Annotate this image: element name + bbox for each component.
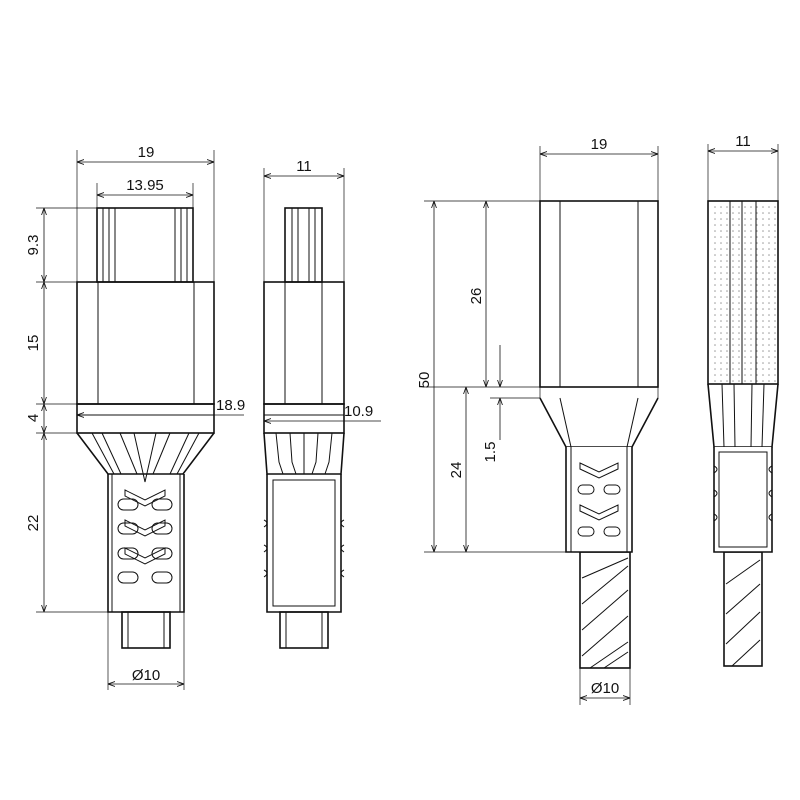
dim-plug-width: 13.95 (126, 177, 164, 194)
dim-collar-height: 4 (25, 414, 42, 422)
dim-total-length: 50 (416, 372, 433, 389)
dim-right-side-top-width: 11 (735, 133, 751, 150)
dim-housing-length: 26 (468, 288, 485, 305)
dim-plug-height: 9.3 (25, 235, 42, 256)
right-front-view: 19 50 26 24 1.5 Ø10 (416, 136, 659, 705)
collar (76, 403, 215, 434)
strain-relief-boot (107, 474, 185, 613)
dim-side-collar-width: 10.9 (344, 403, 373, 420)
grip-texture (714, 206, 776, 382)
side-housing (263, 281, 345, 405)
cable (121, 611, 171, 649)
dim-top-width: 19 (138, 144, 155, 161)
left-side-view: 11 10.9 (263, 158, 381, 649)
dim-side-top-width: 11 (296, 158, 312, 175)
dim-right-top-width: 19 (591, 136, 608, 153)
dim-boot-length: 24 (448, 462, 465, 479)
right-side-cable (723, 551, 763, 667)
dim-boot-length: 22 (25, 515, 42, 532)
right-side-view: 11 (707, 133, 779, 667)
left-front-view: 19 13.95 9.3 15 4 22 18.9 Ø10 (25, 144, 245, 690)
side-plug-tongue (284, 207, 323, 283)
dim-collar-width: 18.9 (216, 397, 245, 414)
right-housing (539, 200, 659, 388)
dim-cable-diameter: Ø10 (132, 667, 160, 684)
side-cable (279, 611, 329, 649)
plug-tongue (96, 207, 194, 283)
dim-gap: 1.5 (482, 442, 499, 463)
dim-housing-height: 15 (25, 335, 42, 352)
right-side-housing (707, 200, 779, 385)
dim-right-cable-diameter: Ø10 (591, 680, 619, 697)
right-side-boot (713, 447, 773, 553)
right-boot (565, 447, 633, 553)
side-boot (266, 474, 342, 613)
